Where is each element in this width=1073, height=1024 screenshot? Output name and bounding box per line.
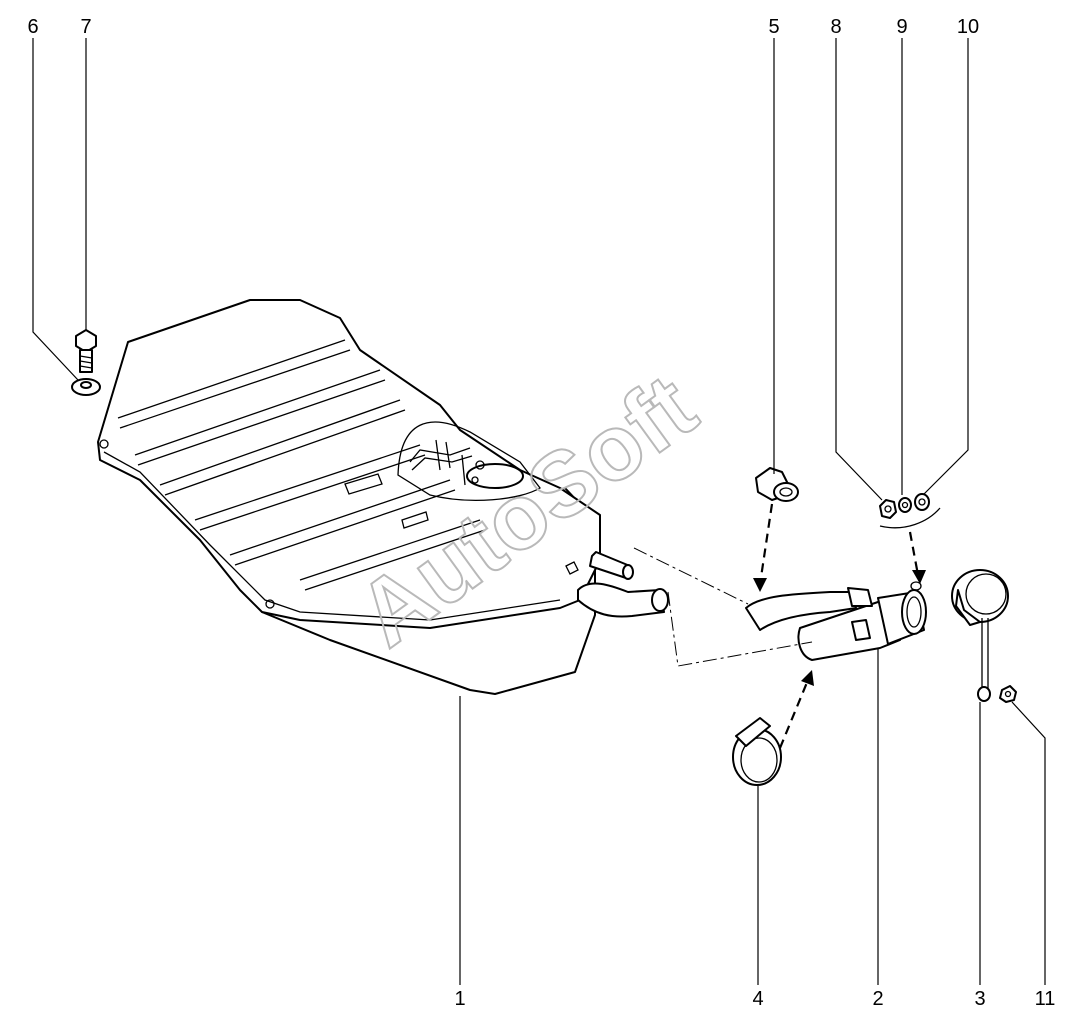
hardware-group-arc xyxy=(879,507,941,529)
callout-6: 6 xyxy=(27,16,38,38)
callout-11: 11 xyxy=(1035,988,1056,1010)
flat-washer xyxy=(914,493,930,511)
band-clamp-large xyxy=(732,717,782,786)
spring-washer xyxy=(898,497,912,513)
filler-cap xyxy=(951,569,1009,702)
hose-clamp-small xyxy=(755,467,799,502)
callouts: 6 7 5 8 9 10 1 4 2 3 11 xyxy=(27,16,1055,1010)
callout-5: 5 xyxy=(768,16,779,38)
callout-2: 2 xyxy=(872,988,883,1010)
washer xyxy=(71,378,101,396)
mounting-bolt xyxy=(75,329,97,373)
callout-4: 4 xyxy=(752,988,763,1010)
cap-nut xyxy=(999,685,1017,703)
assembly-arrows xyxy=(753,503,926,749)
callout-9: 9 xyxy=(896,16,907,38)
filler-pipe xyxy=(745,581,927,661)
callout-7: 7 xyxy=(80,16,91,38)
callout-1: 1 xyxy=(454,988,465,1010)
leader-lines xyxy=(32,38,1046,985)
fuel-tank xyxy=(97,299,669,695)
callout-3: 3 xyxy=(974,988,985,1010)
alignment-lines xyxy=(633,547,813,667)
nut xyxy=(879,499,897,519)
callout-8: 8 xyxy=(830,16,841,38)
callout-10: 10 xyxy=(957,16,979,38)
